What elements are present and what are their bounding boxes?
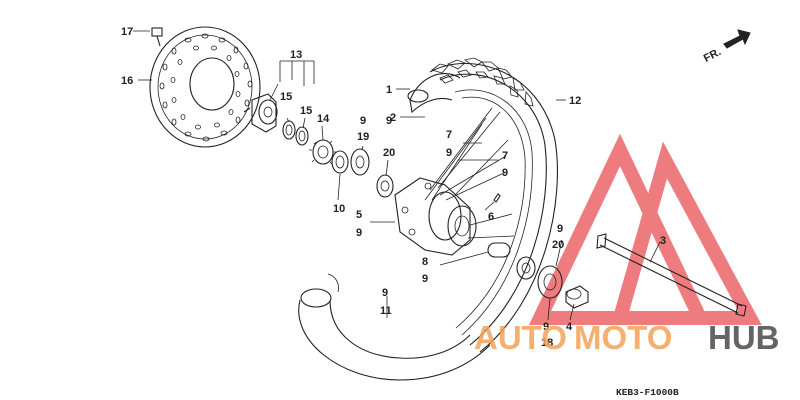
callout-9h: 9: [382, 287, 388, 299]
left-bearing: [350, 148, 370, 176]
callout-7b: 7: [502, 150, 508, 162]
rim-and-tire: [429, 57, 558, 353]
disc-bolt: [151, 27, 163, 47]
drawing-code: KEB3-F1000B: [616, 387, 679, 398]
callout-4: 4: [566, 321, 573, 333]
callout-8: 8: [422, 256, 428, 268]
front-direction-arrow: FR.: [702, 29, 751, 65]
callout-9d: 9: [446, 147, 452, 159]
spokes: [424, 107, 515, 239]
watermark-text: AUTO MOTO HUB: [474, 319, 780, 356]
callout-9g: 9: [557, 223, 563, 235]
right-dust-seal: [516, 256, 536, 280]
callout-15a: 15: [280, 91, 292, 103]
callout-6: 6: [488, 211, 494, 223]
callout-7a: 7: [446, 129, 452, 141]
callout-9e: 9: [502, 167, 508, 179]
wheel-hub: [394, 177, 477, 256]
callout-9f: 9: [422, 273, 428, 285]
callout-18: 18: [541, 337, 553, 349]
callout-20b: 20: [552, 239, 564, 251]
callout-9i: 9: [543, 321, 549, 333]
callout-2: 2: [390, 112, 396, 124]
callout-15b: 15: [300, 105, 312, 117]
callout-17: 17: [121, 26, 133, 38]
callout-9a: 9: [360, 115, 366, 127]
callout-12: 12: [569, 95, 581, 107]
watermark-logo-triangles: [528, 133, 762, 325]
leader-lines: [133, 30, 661, 321]
callout-16: 16: [121, 75, 133, 87]
rim-band: [407, 73, 461, 114]
direction-label: FR.: [702, 46, 723, 65]
callout-13: 13: [290, 49, 302, 61]
speedometer-retainer: [331, 150, 349, 174]
callout-20a: 20: [383, 147, 395, 159]
front-axle: [596, 233, 747, 317]
callout-14: 14: [317, 113, 330, 125]
callout-3: 3: [660, 235, 666, 247]
callout-9c: 9: [356, 227, 362, 239]
callout-1: 1: [386, 84, 392, 96]
valve-stem: [493, 193, 501, 203]
watermark-moto: MOTO: [574, 319, 672, 356]
distance-collar: [487, 242, 511, 258]
brake-disc: [149, 26, 261, 148]
callout-labels: 17 16 13 15 15 14 9 19 9 20 10 5 9 1 2 7…: [121, 26, 666, 349]
watermark-hub: HUB: [708, 319, 780, 356]
callout-11: 11: [380, 305, 392, 317]
callout-9b: 9: [386, 115, 392, 127]
callout-10: 10: [333, 203, 345, 215]
callout-5: 5: [356, 209, 362, 221]
left-dust-seal: [376, 174, 394, 198]
inner-tube: [298, 273, 491, 381]
callout-19: 19: [357, 131, 369, 143]
watermark-auto: AUTO: [474, 319, 567, 356]
dust-seals: [282, 120, 309, 146]
side-collar: [565, 285, 589, 309]
speedometer-gearbox: [243, 93, 278, 133]
